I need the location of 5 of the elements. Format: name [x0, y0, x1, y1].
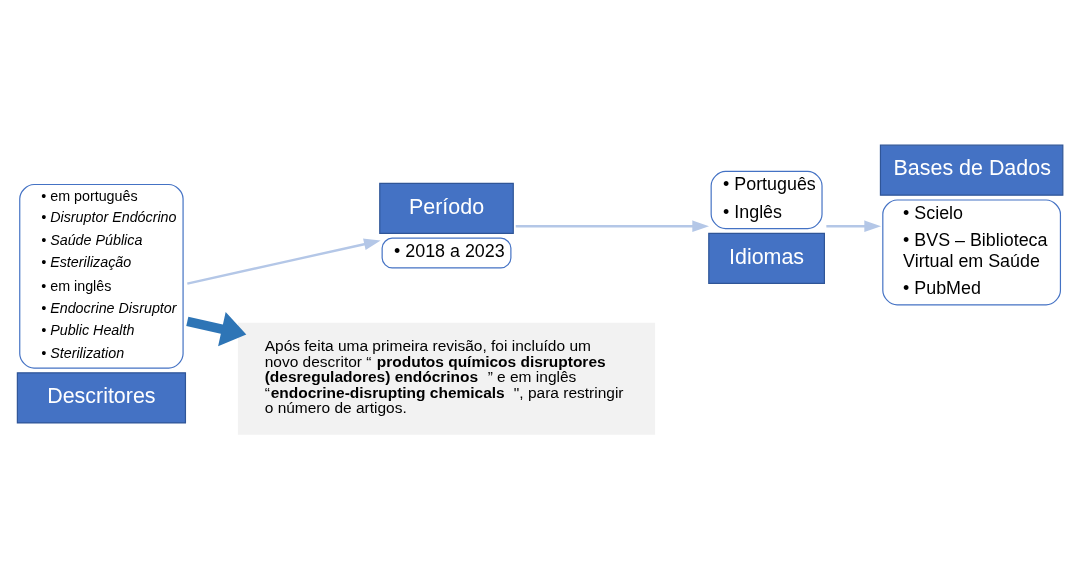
arrow	[515, 219, 710, 232]
arrow	[187, 238, 381, 285]
node-box: Após feita uma primeira revisão, foi incluído um novo descritor “produtos químicos disruptores (desreguladores) endócrinos” e em inglês “endocrine-disrupting chemicals", para restringir o número de artigos.	[237, 322, 656, 435]
arrow	[826, 219, 882, 232]
arrow	[186, 311, 247, 346]
